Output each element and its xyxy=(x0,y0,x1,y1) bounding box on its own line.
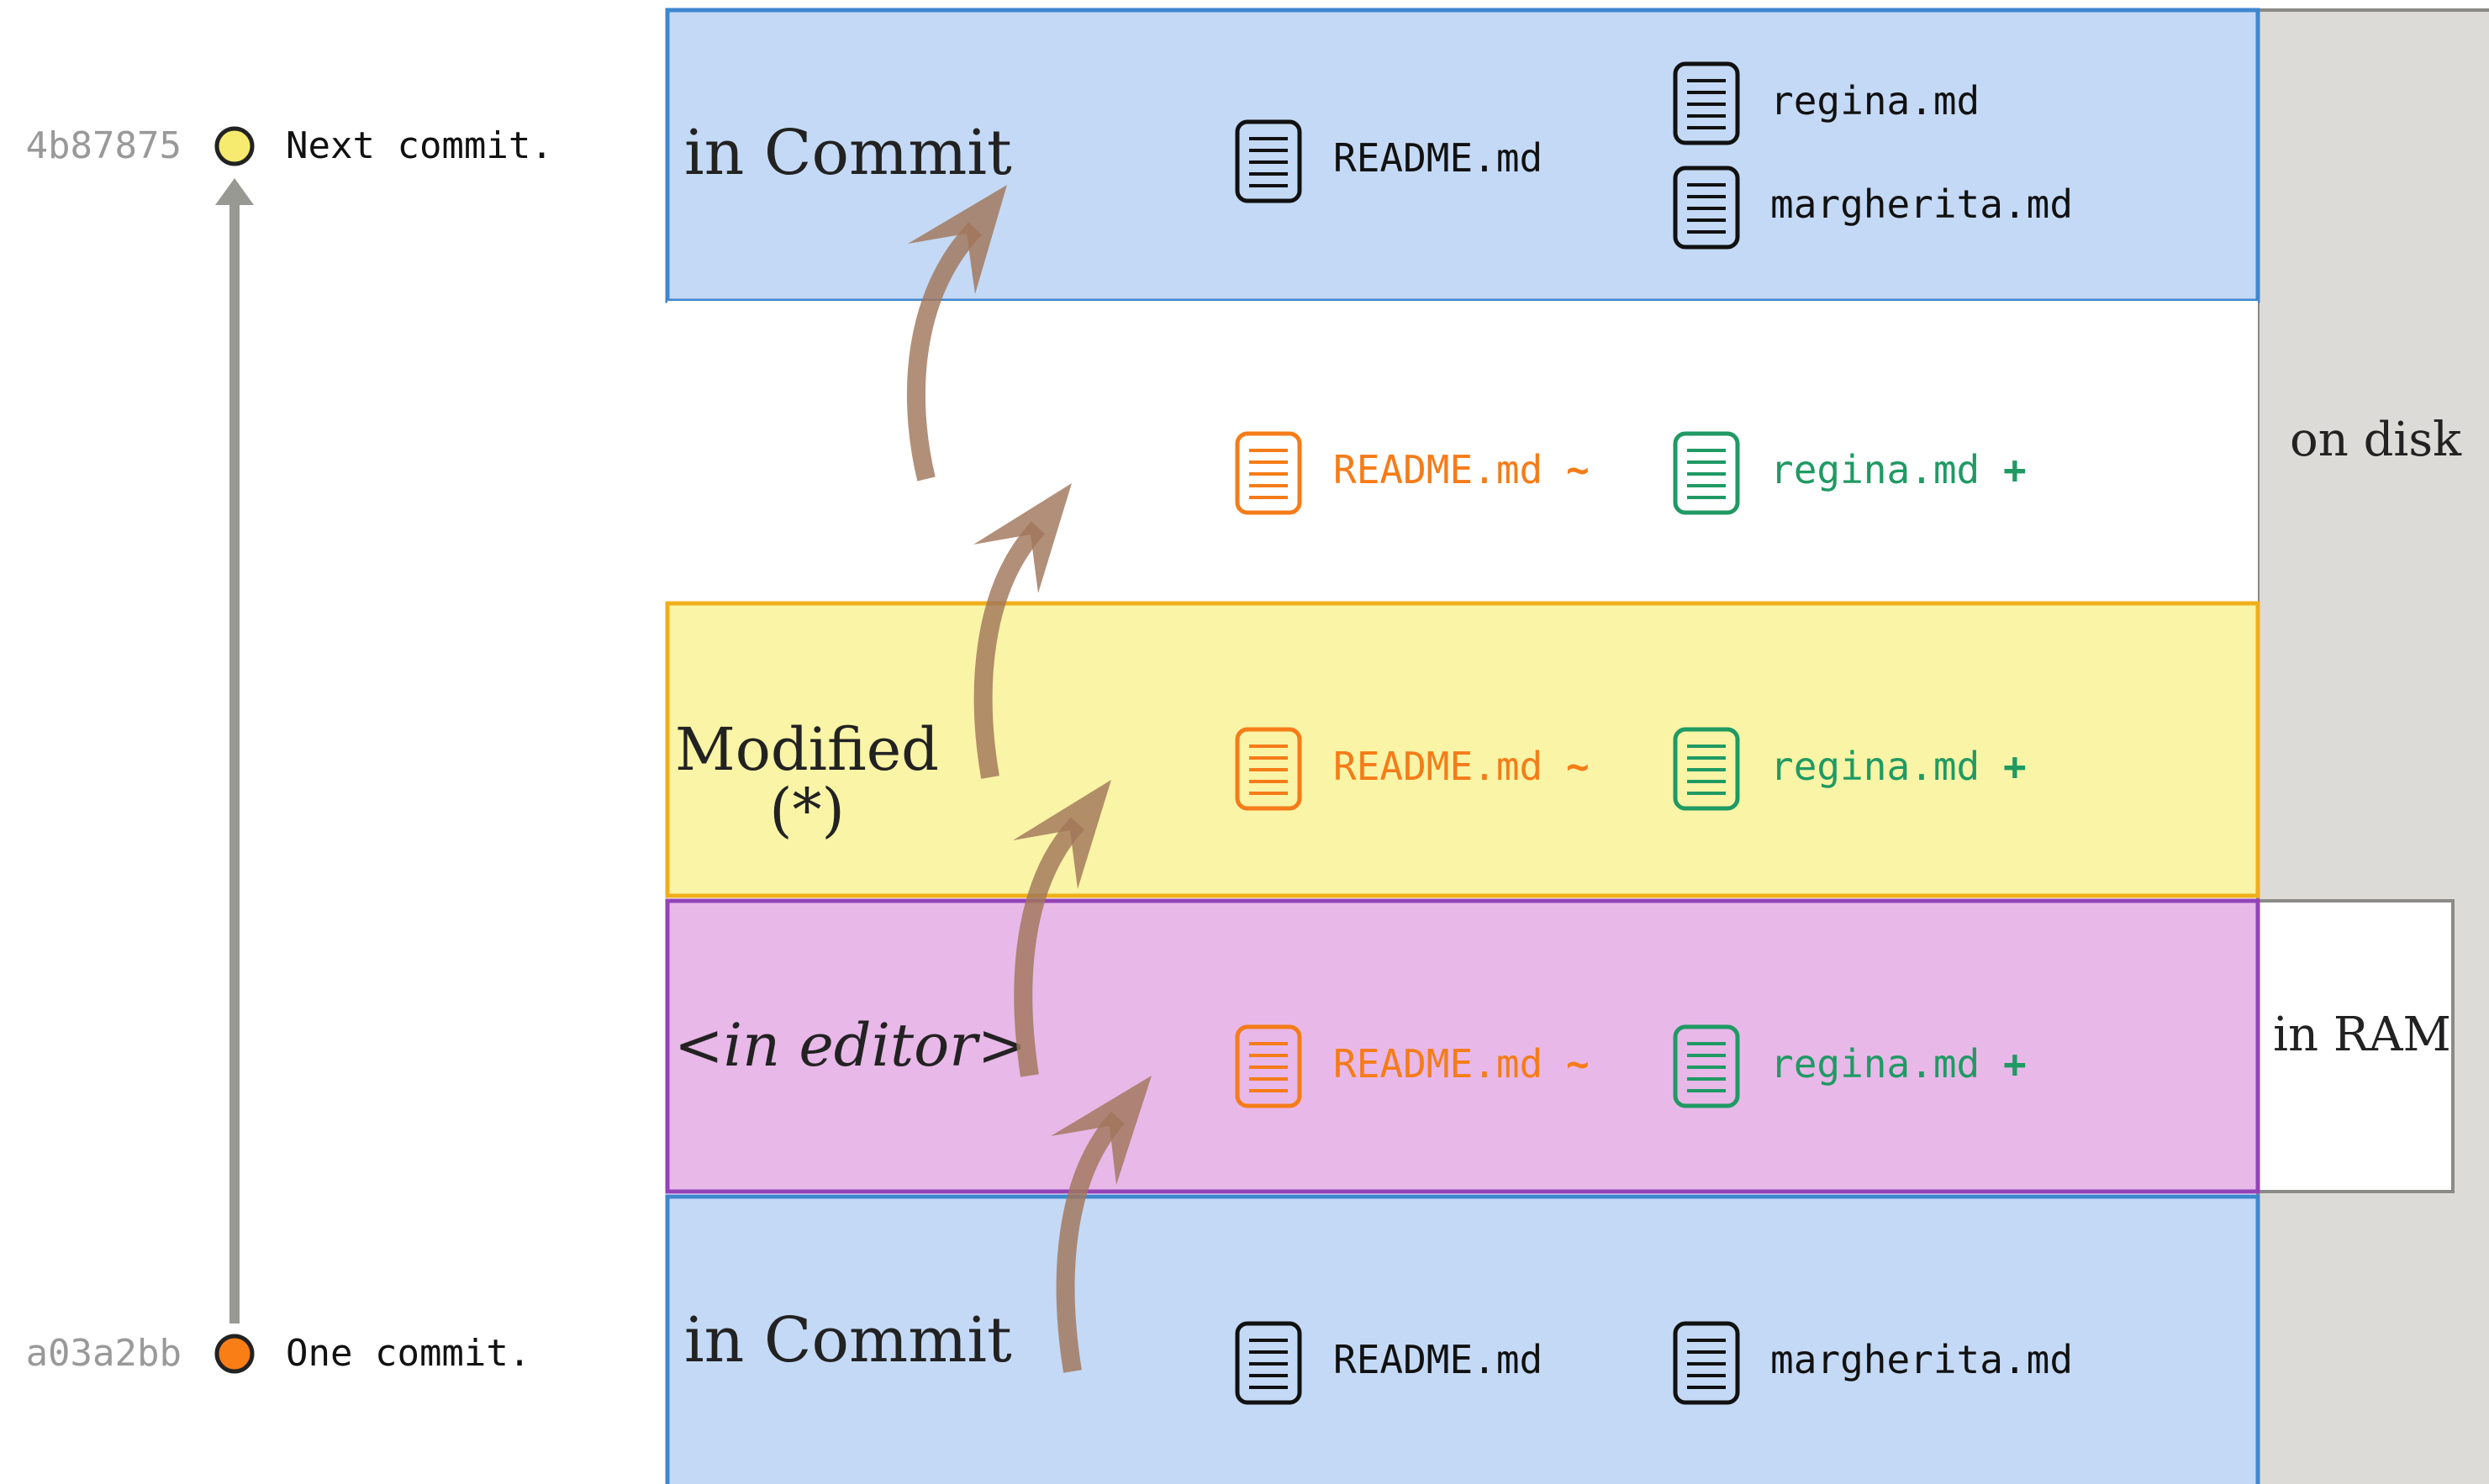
file-status: ~ xyxy=(1566,1041,1590,1087)
row-editor xyxy=(665,898,2260,1194)
transition-arrows xyxy=(906,222,1126,1373)
file-status: + xyxy=(2003,1041,2027,1087)
commit-hash-one: a03a2bb xyxy=(26,1332,182,1375)
file-name: README.md xyxy=(1333,135,1542,181)
on-disk-label: on disk xyxy=(2290,413,2462,467)
timeline-arrowhead xyxy=(215,178,254,205)
commit-hash-next: 4b87875 xyxy=(26,124,182,167)
svg-text:regina.md +: regina.md + xyxy=(1770,744,2027,789)
arrow-editor-to-next-commit-path xyxy=(906,222,983,482)
svg-text:README.md ~: README.md ~ xyxy=(1333,447,1590,492)
arrowheads xyxy=(908,185,1152,1185)
file-status: + xyxy=(2003,447,2027,492)
file-status: ~ xyxy=(1566,744,1590,789)
in-ram-box xyxy=(2256,899,2455,1193)
arrowhead xyxy=(1051,1076,1152,1185)
in-ram-label: in RAM xyxy=(2273,1008,2451,1062)
commit-dot-next xyxy=(214,126,255,166)
arrow-commit-to-editor-path xyxy=(1056,1111,1126,1373)
row-label-modified: Modified xyxy=(675,715,939,784)
row-next-commit xyxy=(665,8,2260,303)
file-name: README.md xyxy=(1333,744,1542,789)
file-name: regina.md xyxy=(1770,447,1980,492)
on-disk-column xyxy=(2256,8,2489,1484)
svg-text:README.md ~: README.md ~ xyxy=(1333,1041,1590,1087)
row-staged xyxy=(667,301,2258,603)
commit-message-next: Next commit. xyxy=(286,124,553,167)
row-modified xyxy=(665,601,2260,898)
row-label-editor: <in editor> xyxy=(674,1011,1026,1080)
file-name: README.md xyxy=(1333,447,1542,492)
arrowhead xyxy=(908,185,1007,294)
arrow-modified-to-staged-path xyxy=(973,521,1046,779)
file-status: + xyxy=(2003,744,2027,789)
file-name: margherita.md xyxy=(1770,1337,2073,1382)
file-name: regina.md xyxy=(1770,744,1980,789)
svg-text:regina.md +: regina.md + xyxy=(1770,1041,2027,1087)
file-name: regina.md xyxy=(1770,78,1980,124)
row-label-one-commit: in Commit xyxy=(684,1304,1012,1376)
file-name: regina.md xyxy=(1770,1041,1980,1087)
row-sublabel-modified: (*) xyxy=(769,776,845,845)
file-name: margherita.md xyxy=(1770,182,2073,227)
row-label-next-commit: in Commit xyxy=(684,117,1012,189)
svg-text:README.md ~: README.md ~ xyxy=(1333,744,1590,789)
commit-dot-one xyxy=(214,1334,255,1374)
arrowhead xyxy=(1013,780,1111,889)
file-name: README.md xyxy=(1333,1041,1542,1087)
file-name: README.md xyxy=(1333,1337,1542,1382)
svg-text:regina.md +: regina.md + xyxy=(1770,447,2027,492)
commit-message-one: One commit. xyxy=(286,1332,530,1375)
arrow-editor-to-modified-path xyxy=(1014,817,1085,1077)
row-one-commit xyxy=(665,1194,2260,1484)
file-status: ~ xyxy=(1566,447,1590,492)
arrowhead xyxy=(973,483,1072,593)
